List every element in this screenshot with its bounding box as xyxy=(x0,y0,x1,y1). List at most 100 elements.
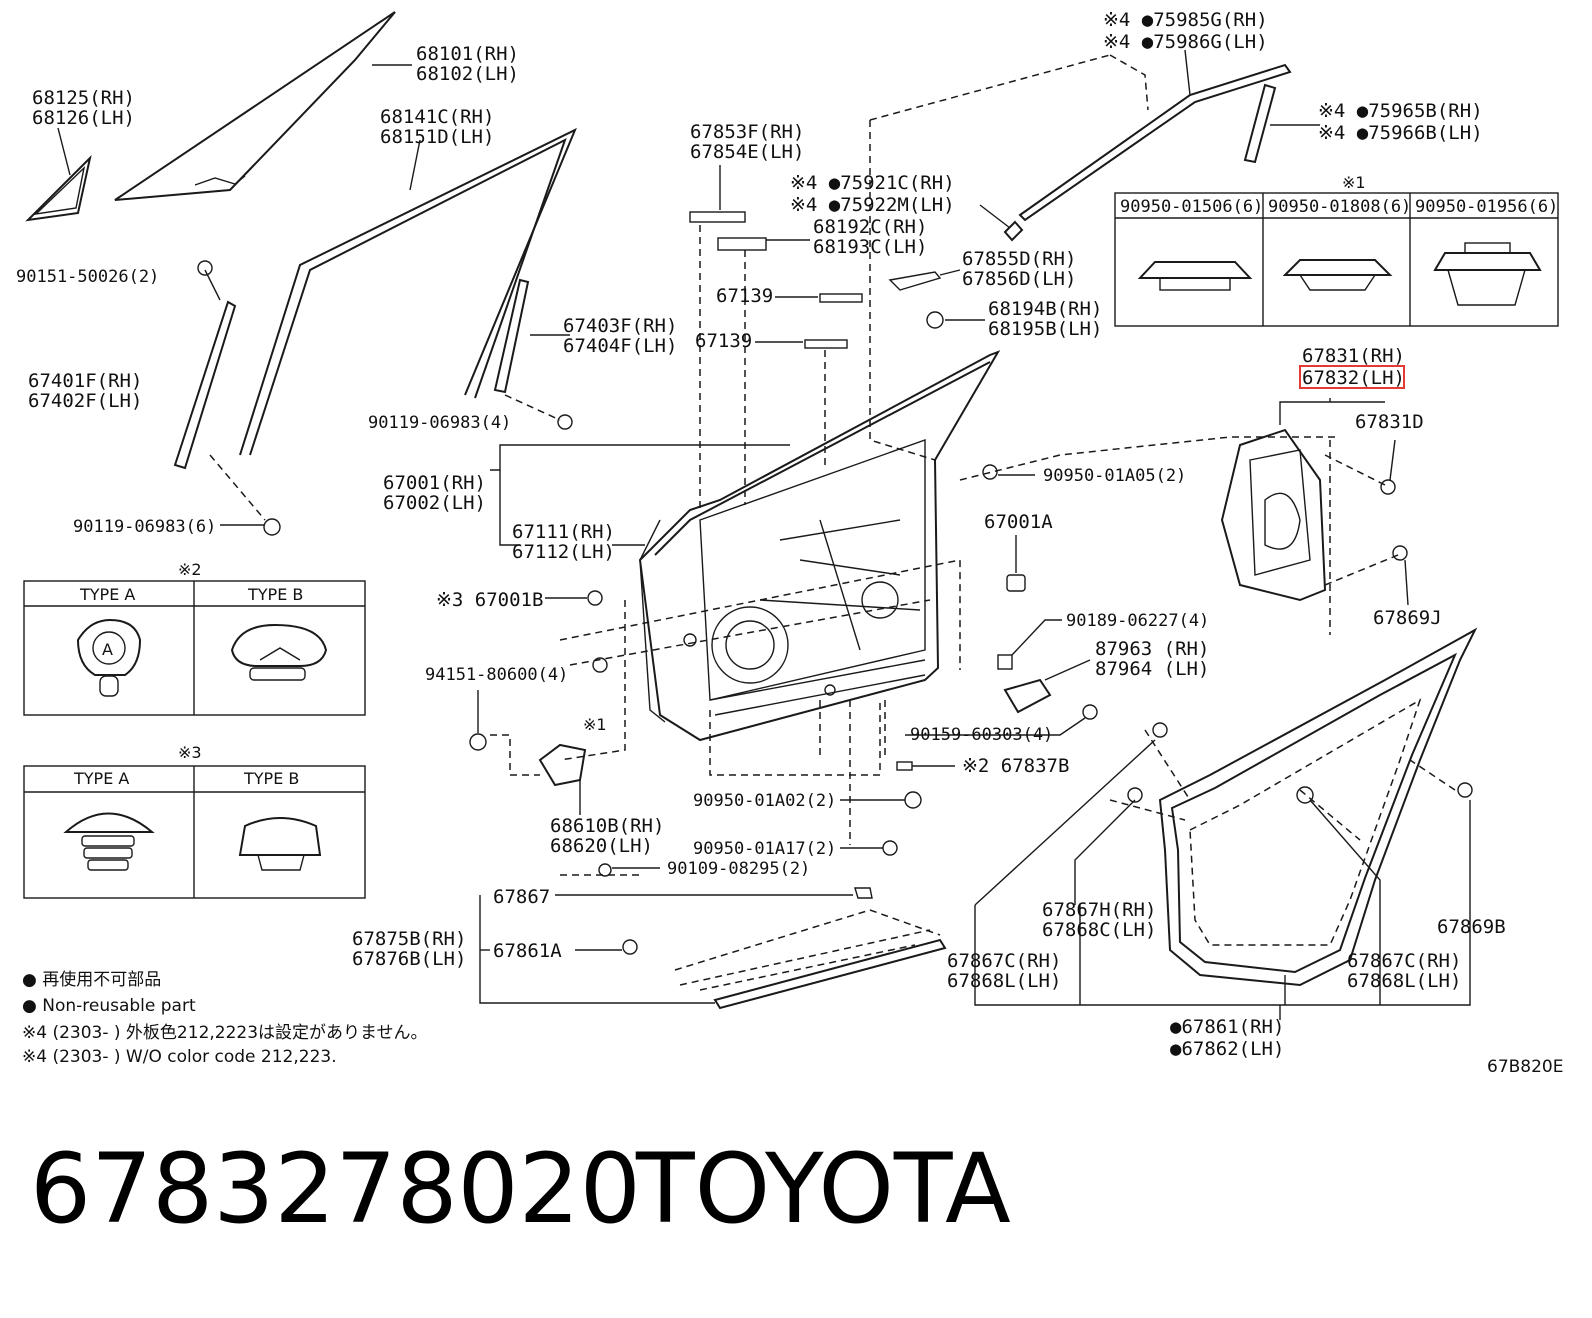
type-table-2-mark: ※2 xyxy=(178,560,202,579)
part-label: 90119-06983(4) xyxy=(368,413,511,433)
part-label: ※4 ●75965B(RH) xyxy=(1318,100,1483,122)
type-table-2-header: TYPE A xyxy=(79,585,135,604)
part-label: 67831D xyxy=(1355,411,1424,433)
part-label: ※4 ●75922M(LH) xyxy=(790,194,955,216)
grommet-90950-01a05 xyxy=(982,464,1035,480)
part-label: 67861A xyxy=(493,940,562,962)
part-label: 68195B(LH) xyxy=(988,318,1102,340)
part-label: 68125(RH) xyxy=(32,87,135,109)
part-label: 67139 xyxy=(716,285,773,307)
highlight-box xyxy=(1299,365,1405,389)
part-label: 67876B(LH) xyxy=(352,948,466,970)
part-label: 67855D(RH) xyxy=(962,248,1076,270)
part-label: 67831(RH) xyxy=(1302,345,1405,367)
part-label: 67402F(LH) xyxy=(28,390,142,412)
clip-icon-01808 xyxy=(1282,259,1393,291)
corner-glass xyxy=(25,127,92,222)
part-label: 67403F(RH) xyxy=(563,315,677,337)
part-label: ※4 ●75985G(RH) xyxy=(1103,9,1268,31)
pad-67139-upper xyxy=(775,293,863,303)
part-label: 90109-08295(2) xyxy=(667,859,810,879)
clip-table-header: 90950-01506(6) xyxy=(1120,197,1263,217)
part-label: 67869B xyxy=(1437,916,1506,938)
part-label: 90119-06983(6) xyxy=(73,517,216,537)
part-labels: 68101(RH) 68102(LH) 68125(RH) 68126(LH) … xyxy=(16,9,1506,1060)
rocker-moulding xyxy=(479,887,947,1010)
part-label: 68101(RH) xyxy=(416,43,519,65)
part-label: 67869J xyxy=(1373,607,1442,629)
division-bar-rear xyxy=(173,260,266,521)
hinge-68610 xyxy=(490,734,587,815)
type-table-3: ※3 TYPE A TYPE B xyxy=(23,743,366,899)
legend-jp-nonreusable: ● 再使用不可部品 xyxy=(22,969,161,990)
grommet-90950-01a02 xyxy=(840,791,922,809)
part-label: 67868L(LH) xyxy=(1347,970,1461,992)
grommet-67001b xyxy=(545,590,603,606)
legend-en-nonreusable: ● Non-reusable part xyxy=(22,996,196,1016)
division-bar-front xyxy=(493,278,573,430)
run-channel xyxy=(239,127,577,456)
part-label: 90151-50026(2) xyxy=(16,267,159,287)
nut-94151 xyxy=(469,657,608,751)
part-label: 68126(LH) xyxy=(32,107,135,129)
part-label: ※1 xyxy=(583,715,607,734)
clip-moulding xyxy=(979,204,1024,242)
dashed-guide-top xyxy=(869,54,1111,461)
pad-67139-lower xyxy=(755,339,848,470)
part-label: 67401F(RH) xyxy=(28,370,142,392)
part-label: 90950-01A02(2) xyxy=(693,791,836,811)
part-label: ●67862(LH) xyxy=(1170,1038,1284,1060)
part-label: 67139 xyxy=(695,330,752,352)
part-label: 67404F(LH) xyxy=(563,335,677,357)
legend-jp-note4: ※4 (2303- ) 外板色212,2223は設定がありません。 xyxy=(22,1023,428,1043)
part-label: 67867C(RH) xyxy=(1347,950,1461,972)
part-label: 94151-80600(4) xyxy=(425,665,568,685)
part-label: ※3 67001B xyxy=(436,589,543,611)
type-table-3-header: TYPE B xyxy=(243,769,299,788)
part-label: 68193C(LH) xyxy=(813,236,927,258)
part-label: 67867 xyxy=(493,886,550,908)
service-hole-cover xyxy=(1220,398,1409,635)
moulding-vertical xyxy=(1243,83,1320,164)
part-label: 90950-01A05(2) xyxy=(1043,466,1186,486)
part-label: 67112(LH) xyxy=(512,541,615,563)
clip-icon-01506 xyxy=(1137,261,1253,291)
part-label: 68141C(RH) xyxy=(380,106,494,128)
stopper-67837b xyxy=(896,761,955,771)
clip-icon-01956 xyxy=(1433,242,1542,306)
part-label: 67001(RH) xyxy=(383,472,486,494)
part-label: 87963 (RH) xyxy=(1095,638,1209,660)
part-label: 67856D(LH) xyxy=(962,268,1076,290)
clip-table-header: 90950-01956(6) xyxy=(1415,197,1558,217)
dashed-guide-door xyxy=(559,436,1335,876)
caption-part-number: 6783278020 xyxy=(30,1133,641,1245)
clip-table: ※1 90950-01506(6) 90950-01808(6) 90950-0… xyxy=(1114,173,1559,327)
part-label: 67867H(RH) xyxy=(1042,899,1156,921)
part-label: ※2 67837B xyxy=(962,755,1069,777)
part-label: ※4 ●75986G(LH) xyxy=(1103,31,1268,53)
svg-text:A: A xyxy=(102,640,113,659)
part-label: 68151D(LH) xyxy=(380,126,494,148)
legend: ● 再使用不可部品 ● Non-reusable part ※4 (2303- … xyxy=(22,969,428,1067)
part-label: 90950-01A17(2) xyxy=(693,839,836,859)
part-label: 87964 (LH) xyxy=(1095,658,1209,680)
door-weatherstrip xyxy=(1109,627,1478,987)
part-label: 68620(LH) xyxy=(550,835,653,857)
part-label: 67001A xyxy=(984,511,1053,533)
bracket-68194 xyxy=(926,311,985,329)
clip-68192 xyxy=(717,237,810,505)
bracket-67855 xyxy=(888,269,961,291)
type-a-clip-icon: A xyxy=(76,618,142,697)
part-label: 68102(LH) xyxy=(416,63,519,85)
part-label-highlighted: 67832(LH) xyxy=(1302,367,1405,389)
door-glass xyxy=(114,11,412,201)
part-label: 90159-60303(4) xyxy=(910,725,1053,745)
part-label: 68192C(RH) xyxy=(813,216,927,238)
clip-table-mark: ※1 xyxy=(1342,173,1366,192)
part-label: ※4 ●75921C(RH) xyxy=(790,172,955,194)
part-label: 67875B(RH) xyxy=(352,928,466,950)
caption-brand: TOYOTA xyxy=(635,1133,1011,1245)
type-table-2: ※2 TYPE A TYPE B A xyxy=(23,560,366,716)
leader-67001 xyxy=(490,444,790,546)
